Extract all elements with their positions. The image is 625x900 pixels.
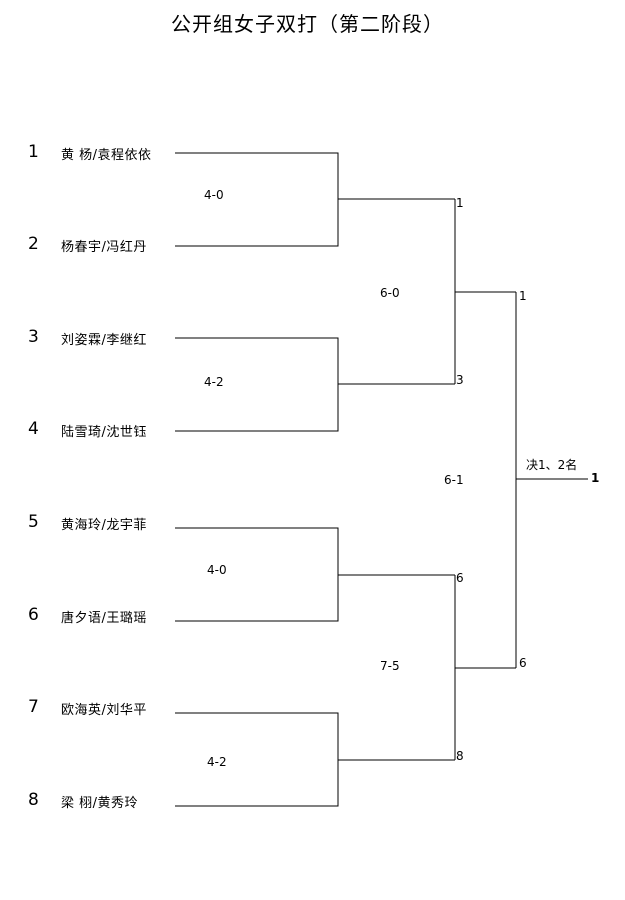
bracket-line-r2-match1 <box>454 199 516 384</box>
player-pair-name: 陆雪琦/沈世钰 <box>61 425 147 440</box>
final-label: 决1、2名 <box>526 458 578 472</box>
seed-number: 1 <box>28 142 39 162</box>
advancing-seed: 3 <box>456 373 464 387</box>
seed-number: 4 <box>28 419 39 439</box>
bracket-line-r2-match2 <box>454 575 516 760</box>
match-score: 7-5 <box>380 659 400 673</box>
match-score: 6-0 <box>380 286 400 300</box>
bracket-line-r1-match2 <box>175 337 455 432</box>
advancing-seed: 6 <box>519 656 527 670</box>
advancing-seed: 1 <box>519 289 527 303</box>
player-pair-name: 刘姿霖/李继红 <box>61 333 147 348</box>
player-pair-name: 梁 栩/黄秀玲 <box>61 796 139 811</box>
match-score: 4-0 <box>207 563 227 577</box>
advancing-seed: 8 <box>456 749 464 763</box>
match-score: 4-0 <box>204 188 224 202</box>
page-title: 公开组女子双打（第二阶段） <box>171 12 444 36</box>
advancing-seed: 6 <box>456 571 464 585</box>
player-pair-name: 黄海玲/龙宇菲 <box>61 518 147 533</box>
seed-number: 6 <box>28 605 39 625</box>
bracket-line-r1-match3 <box>175 527 455 622</box>
seed-number: 7 <box>28 697 39 717</box>
player-pair-name: 黄 杨/袁程依依 <box>61 148 152 163</box>
champion-seed: 1 <box>591 471 600 485</box>
bracket-line-r1-match4 <box>175 712 455 807</box>
match-score: 4-2 <box>204 375 224 389</box>
bracket-line-final <box>515 292 588 668</box>
advancing-seed: 1 <box>456 196 464 210</box>
seed-number: 2 <box>28 234 39 254</box>
player-pair-name: 欧海英/刘华平 <box>61 703 147 718</box>
seed-number: 8 <box>28 790 39 810</box>
final-score: 6-1 <box>444 473 464 487</box>
player-pair-name: 唐夕语/王璐瑶 <box>61 611 147 626</box>
seed-number: 3 <box>28 327 39 347</box>
bracket-line-r1-match1 <box>175 152 455 247</box>
player-pair-name: 杨春宇/冯红丹 <box>61 240 147 255</box>
seed-number: 5 <box>28 512 39 532</box>
match-score: 4-2 <box>207 755 227 769</box>
